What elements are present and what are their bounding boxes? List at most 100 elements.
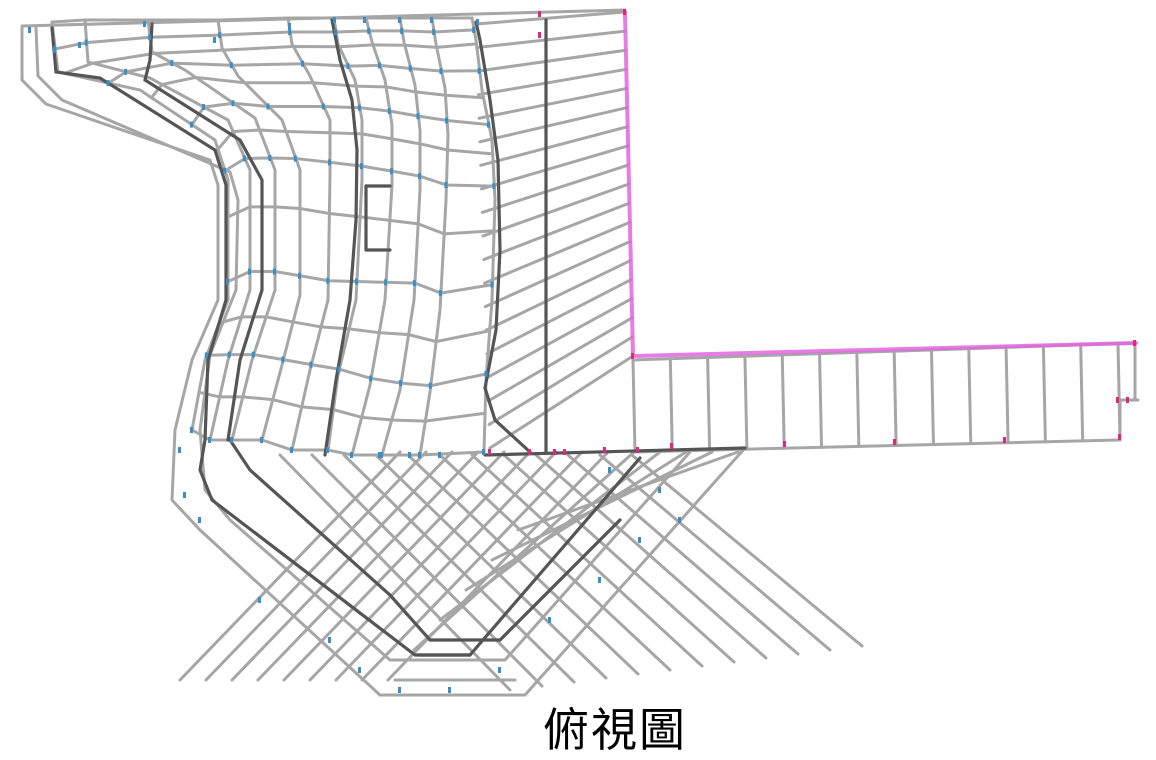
highlight-members	[623, 10, 1138, 359]
highlight-node	[670, 443, 673, 449]
highlight-node	[631, 353, 634, 359]
highlight-node	[488, 449, 491, 455]
joint-node	[333, 17, 336, 23]
plan-view-drawing	[20, 8, 1140, 697]
radial-member	[476, 48, 628, 73]
hopper-ring-dark	[198, 438, 642, 657]
lattice-diagonal	[310, 453, 544, 688]
joint-node	[258, 597, 261, 603]
joint-node	[290, 447, 293, 453]
light-members	[20, 8, 1140, 697]
joint-node	[328, 159, 331, 166]
joint-node	[380, 452, 383, 458]
joint-node	[288, 29, 292, 35]
joint-node	[378, 62, 381, 69]
joint-node	[408, 65, 412, 72]
joint-node	[213, 37, 216, 43]
joint-node	[266, 103, 270, 110]
cross-tie-member	[190, 101, 491, 127]
joint-node	[198, 517, 201, 523]
joint-nodes	[28, 9, 1136, 693]
joint-node	[106, 80, 110, 87]
lattice-diagonal	[256, 450, 480, 682]
deck-web-member	[1079, 342, 1085, 443]
highlight-node	[553, 449, 556, 455]
lattice-diagonal	[470, 453, 704, 668]
joint-node	[390, 168, 393, 175]
joint-node	[360, 163, 363, 170]
joint-node	[208, 437, 211, 443]
curved-ring-member	[418, 16, 450, 457]
lattice-diagonal	[334, 450, 558, 682]
joint-node	[273, 268, 276, 275]
cross-tie-member	[226, 270, 494, 295]
joint-node	[418, 173, 421, 180]
joint-node	[548, 617, 551, 623]
joint-node	[498, 667, 501, 673]
deck-web-member	[892, 349, 898, 448]
joint-node	[202, 104, 205, 111]
joint-node	[412, 280, 416, 287]
joint-node	[384, 279, 388, 286]
radial-member	[478, 106, 629, 144]
highlight-wall-member	[623, 10, 1138, 359]
cross-tie-member	[223, 156, 496, 188]
highlight-node	[783, 441, 786, 447]
joint-node	[248, 268, 251, 275]
highlight-node	[636, 447, 639, 453]
lattice-diagonal	[502, 453, 736, 664]
radial-member	[488, 354, 635, 450]
joint-node	[444, 182, 448, 188]
joint-node	[598, 577, 601, 583]
joint-node	[418, 452, 421, 458]
outline-member	[20, 26, 220, 432]
radial-member	[483, 239, 632, 309]
joint-node	[229, 62, 233, 69]
radial-member	[487, 335, 635, 426]
joint-node	[328, 637, 331, 643]
joint-node	[226, 278, 229, 285]
curved-ring-member-dark	[50, 26, 228, 442]
radial-member	[481, 182, 631, 238]
joint-node	[399, 380, 403, 387]
joint-node	[398, 17, 401, 23]
joint-node	[326, 277, 330, 284]
joint-node	[309, 361, 313, 368]
cross-tie-member	[53, 28, 476, 51]
hopper-ring-dark	[228, 438, 622, 642]
deck-web-member	[1041, 344, 1047, 444]
highlight-node	[1116, 397, 1119, 403]
cross-tie-member	[190, 428, 486, 457]
joint-node	[78, 42, 81, 48]
joint-node	[484, 370, 488, 377]
dark-members	[50, 18, 747, 657]
cross-tie-member	[216, 128, 495, 156]
joint-node	[148, 34, 152, 41]
joint-node	[400, 27, 404, 34]
joint-node	[363, 17, 366, 23]
joint-node	[230, 437, 233, 443]
deck-web-member	[780, 353, 786, 450]
cross-tie-member	[150, 75, 486, 100]
deck-web-member	[668, 357, 674, 453]
highlight-node	[1003, 437, 1006, 443]
deck-web-member	[929, 348, 935, 447]
lattice-diagonal	[630, 453, 864, 648]
joint-node	[242, 155, 246, 162]
deck-web-member	[1004, 345, 1010, 445]
joint-node	[321, 103, 325, 110]
highlight-node	[1133, 340, 1136, 346]
joint-node	[260, 437, 263, 443]
deck-web-member	[818, 351, 824, 449]
radial-member	[479, 125, 630, 167]
highlight-node	[1126, 397, 1129, 403]
lattice-diagonal	[464, 450, 688, 592]
joint-node	[387, 108, 391, 115]
joint-node	[189, 121, 193, 128]
radial-member	[475, 29, 627, 50]
joint-node	[251, 351, 255, 358]
radial-member	[480, 163, 631, 214]
highlight-node	[893, 439, 896, 445]
cross-tie-member	[62, 42, 478, 75]
